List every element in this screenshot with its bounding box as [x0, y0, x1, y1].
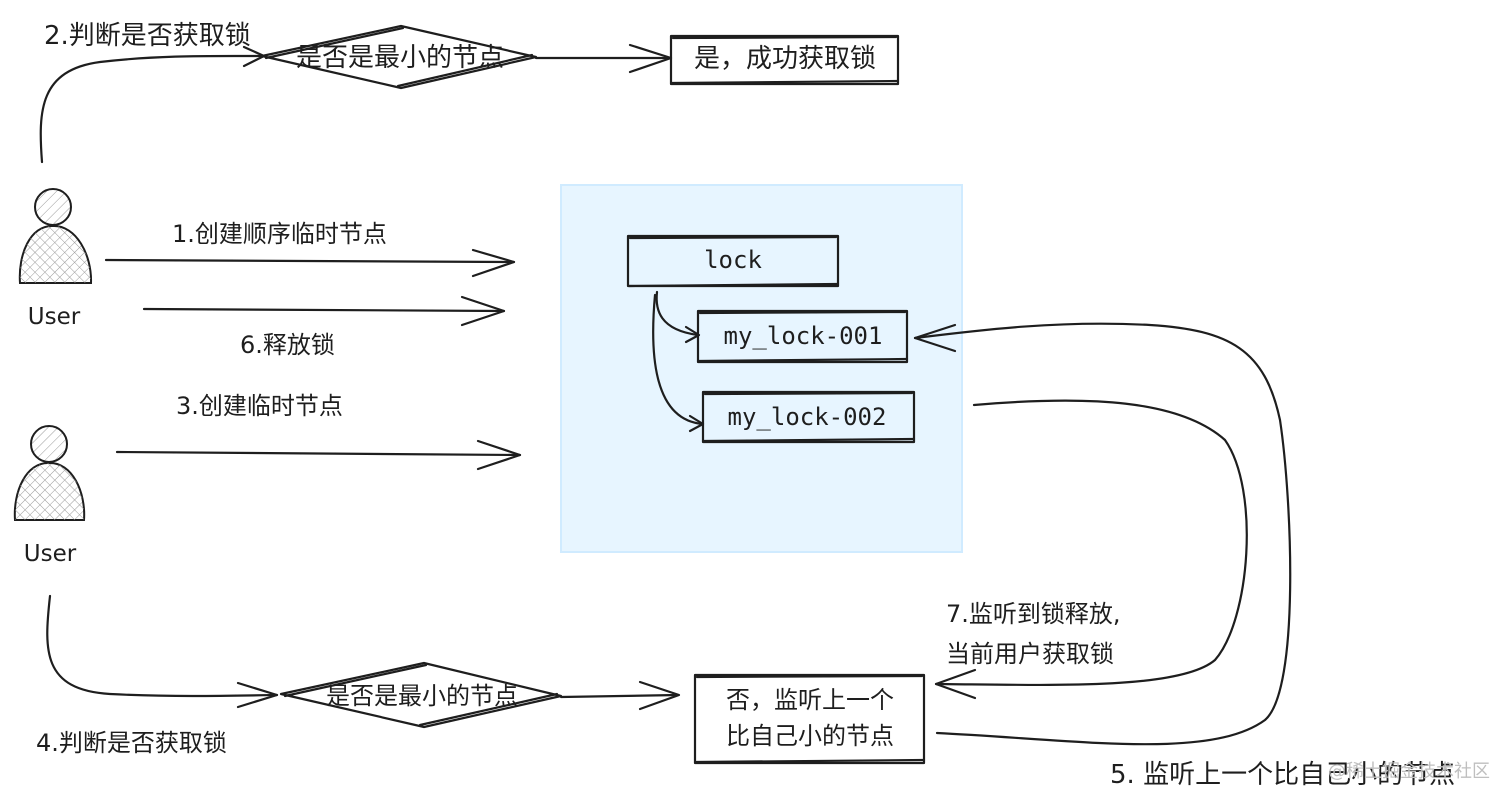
- no-arrow: [559, 680, 681, 711]
- step3-arrow: [115, 439, 522, 471]
- top-decision-label: 是否是最小的节点: [296, 43, 504, 73]
- step5-loop-arrow: [913, 322, 1292, 746]
- tree-connectors: [652, 290, 705, 433]
- lock-node-002: my_lock-002: [701, 390, 916, 444]
- step6-arrow: [142, 295, 506, 327]
- yes-result-label: 是，成功获取锁: [694, 44, 876, 74]
- step2-label: 2.判断是否获取锁: [44, 21, 251, 51]
- no-result-line2: 比自己小的节点: [726, 722, 894, 750]
- step3-label: 3.创建临时节点: [176, 392, 343, 420]
- step5-label: 5. 监听上一个比自己小的节点: [1110, 760, 1455, 790]
- step4-label: 4.判断是否获取锁: [36, 729, 227, 757]
- step6-label: 6.释放锁: [240, 331, 335, 359]
- step1-arrow: [104, 248, 516, 278]
- step2-arrow: [39, 45, 266, 164]
- bottom-decision-label: 是否是最小的节点: [326, 682, 518, 710]
- lock-root-label: lock: [704, 246, 762, 274]
- lock-node-002-label: my_lock-002: [728, 403, 887, 431]
- lock-root-node: lock: [626, 234, 840, 288]
- yes-arrow: [534, 43, 673, 74]
- yes-result-box: [669, 34, 900, 86]
- zookeeper-container: [560, 184, 963, 553]
- step7-label-line1: 7.监听到锁释放,: [946, 600, 1121, 628]
- no-result-line1: 否，监听上一个: [726, 686, 894, 714]
- step7-label-line2: 当前用户获取锁: [946, 640, 1114, 668]
- step7-loop-arrow: [934, 399, 1248, 700]
- watermark: @稀土掘金技术社区: [1328, 761, 1490, 782]
- lock-node-001: my_lock-001: [696, 309, 909, 364]
- lock-node-001-label: my_lock-001: [724, 322, 883, 350]
- step4-arrow: [46, 594, 279, 709]
- bottom-user-label: User: [24, 541, 77, 567]
- bottom-user-icon: [13, 425, 86, 521]
- top-user-icon: [18, 188, 93, 284]
- no-result-box: [693, 673, 926, 765]
- step1-label: 1.创建顺序临时节点: [172, 220, 387, 248]
- top-user-label: User: [28, 304, 81, 330]
